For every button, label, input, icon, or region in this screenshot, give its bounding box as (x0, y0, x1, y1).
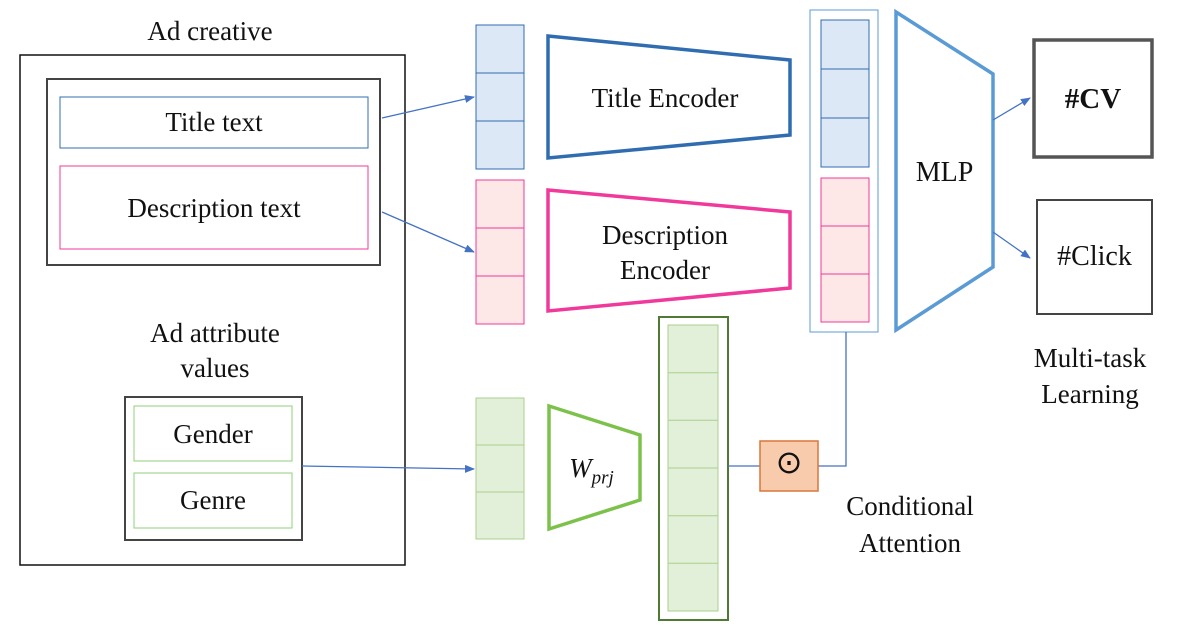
projection-subscript: prj (591, 467, 614, 489)
description-text-label: Description text (127, 193, 301, 223)
title-embedding-vector (475, 24, 525, 170)
title-encoder-label: Title Encoder (591, 83, 739, 113)
attention-to-concat-line (818, 332, 847, 467)
description-encoder-label-line2: Encoder (620, 255, 710, 285)
mlp-to-cv-arrow (992, 97, 1031, 121)
ad-attribute-values-title: Ad attribute values (150, 318, 280, 383)
mlp-label: MLP (915, 157, 974, 188)
description-encoder-label-line1: Description (602, 220, 728, 250)
multi-task-label-line1: Multi-task (1033, 343, 1147, 373)
creative-text-group (46, 78, 381, 266)
ad-creative-title: Ad creative (147, 16, 273, 46)
genre-label: Genre (180, 485, 246, 515)
ad-creative-panel (19, 54, 406, 566)
description-embedding-vector (475, 179, 525, 325)
projection-shape (547, 403, 642, 532)
conditional-attention-label-line2: Attention (859, 528, 961, 558)
attributes-to-embedding-arrow (301, 464, 475, 473)
attribute-embedding-vector (475, 397, 525, 540)
mlp-to-click-arrow (992, 231, 1031, 259)
attention-operator-symbol: ⊙ (775, 443, 803, 481)
click-output-label: #Click (1057, 241, 1132, 272)
multi-task-label-line2: Learning (1041, 379, 1139, 409)
title-text-label: Title text (165, 107, 263, 137)
title-to-embedding-arrow (381, 95, 475, 119)
projection-symbol: W (569, 453, 592, 483)
attribute-group (124, 396, 303, 541)
attention-operator-box (759, 440, 819, 492)
projection-label: Wprj (549, 452, 634, 490)
mlp-shape (894, 8, 995, 334)
concat-vector-frame (809, 9, 879, 333)
projected-attribute-vector (658, 316, 729, 621)
concat-description-part (820, 177, 870, 323)
description-text-box (59, 165, 369, 250)
concat-title-part (820, 19, 870, 168)
cv-output-label: #CV (1064, 83, 1122, 115)
gender-box (133, 405, 293, 462)
cv-output-box (1032, 38, 1154, 159)
description-to-embedding-arrow (381, 211, 475, 253)
title-text-box (59, 96, 369, 149)
gender-label: Gender (173, 419, 253, 449)
genre-box (133, 472, 293, 529)
description-encoder-shape (546, 188, 792, 313)
click-output-box (1036, 199, 1153, 315)
title-encoder-shape (546, 34, 792, 160)
conditional-attention-label-line1: Conditional (846, 491, 974, 521)
